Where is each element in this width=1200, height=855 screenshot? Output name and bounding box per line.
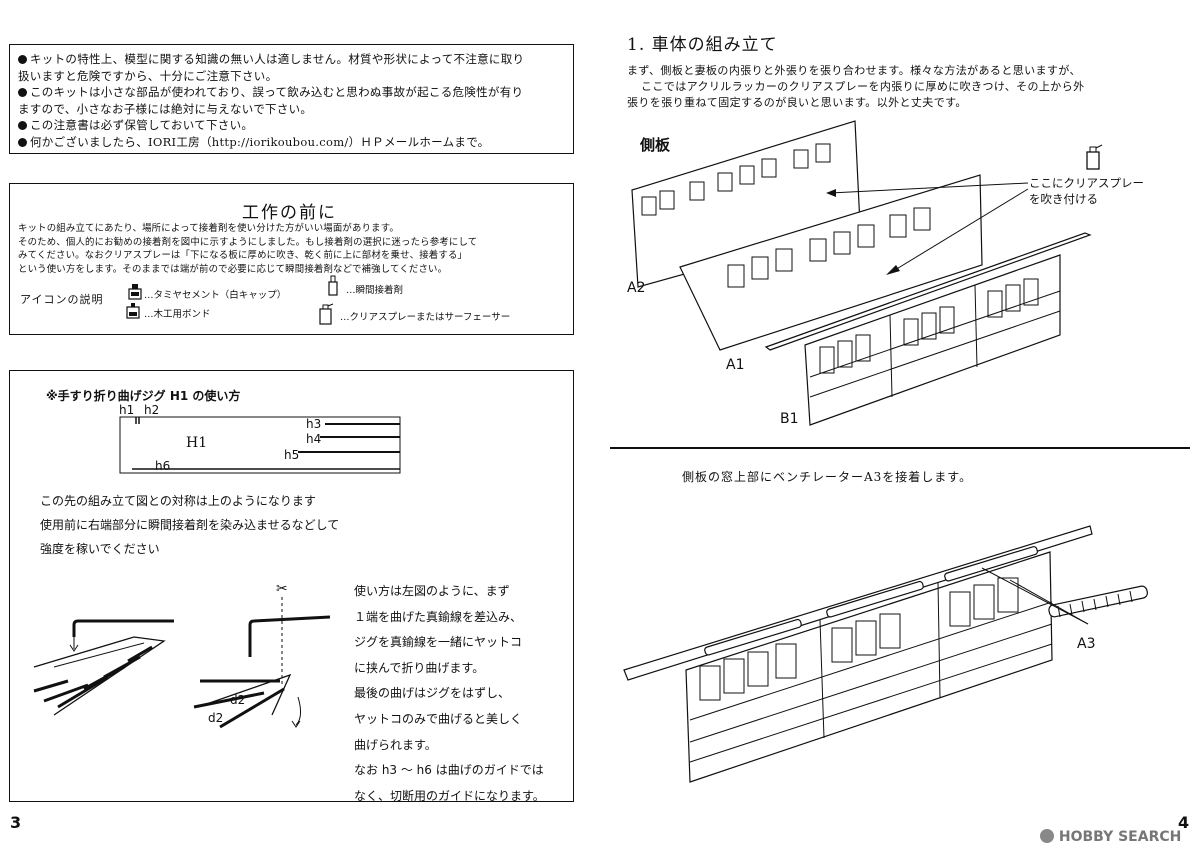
jig-label-H1: H1: [186, 435, 208, 451]
page-number-left: 3: [10, 813, 22, 832]
jig-label-h4: h4: [306, 432, 322, 446]
howto-line: 最後の曲げはジグをはずし、: [354, 686, 511, 701]
part-label-a2: A2: [627, 280, 646, 296]
warning-line: キットの特性上、模型に関する知識の無い人は適しません。材質や形状によって不注意に…: [18, 51, 565, 68]
diagram-title-side-panel: 側板: [640, 136, 671, 154]
bullet-icon: [18, 88, 27, 98]
howto-line: 曲げられます。: [354, 737, 437, 752]
howto-line: ジグを真鍮線を一緒にヤットコ: [354, 635, 523, 650]
d2-label: d2: [230, 693, 246, 707]
callout-line: ここにクリアスプレー: [1029, 176, 1144, 190]
section1-line: ここではアクリルラッカーのクリアスプレーを内張りに厚めに吹きつけ、その上から外: [641, 80, 1085, 93]
warning-line: 扱いますと危険ですから、十分にご注意下さい。: [18, 68, 278, 83]
section1-line: 張りを張り重ねて固定するのが良いと思います。以外と丈夫です。: [627, 96, 967, 109]
prep-line: キットの組み立てにあたり、場所によって接着剤を使い分けた方がいい場面があります。: [18, 223, 399, 234]
bending-illustration-left: [33, 619, 174, 716]
bullet-icon: [18, 55, 27, 64]
d2-label: d2: [208, 711, 224, 725]
instant-glue-icon: [328, 275, 338, 296]
spray-callout: ここにクリアスプレー を吹き付ける: [1029, 175, 1144, 207]
jig-body-line: 強度を稼いでください: [40, 542, 160, 556]
wood-glue-icon: [126, 303, 140, 319]
jig-label-h6: h6: [155, 459, 171, 473]
howto-text: 使い方は左図のように、まず １端を曲げた真鍮線を差込み、 ジグを真鍮線を一緒にヤ…: [354, 579, 545, 809]
icon-heading: アイコンの説明: [20, 293, 104, 306]
bullet-icon: [18, 121, 27, 131]
icon-desc-instant: …瞬間接着剤: [346, 285, 404, 296]
jig-box: ※手すり折り曲げジグ H1 の使い方 h1 h2 H1 h3 h4 h5 h6 …: [9, 370, 574, 803]
howto-line: なお h3 ～ h6 は曲げのガイドでは: [354, 763, 544, 778]
warning-line: ますので、小さなお子様には絶対に与えないで下さい。: [18, 101, 313, 116]
icon-desc-wood: …木工用ボンド: [144, 309, 211, 320]
jig-label-h1: h1: [119, 403, 135, 417]
watermark-logo: HOBBY SEARCH: [1040, 829, 1181, 845]
howto-line: に挟んで折り曲げます。: [354, 660, 485, 675]
jig-label-h5: h5: [284, 448, 300, 462]
section1-line: まず、側板と妻板の内張りと外張りを張り合わせます。様々な方法があると思いますが、: [627, 64, 1081, 77]
prep-text: キットの組み立てにあたり、場所によって接着剤を使い分けた方がいい場面があります。…: [18, 222, 477, 276]
bending-illustration-right: ✂: [193, 581, 331, 729]
jig-label-h3: h3: [306, 417, 322, 431]
icon-desc-tamiya: …タミヤセメント（白キャップ）: [144, 290, 287, 301]
side-panel-exploded-diagram: [631, 120, 1092, 426]
prep-title: 工作の前に: [242, 203, 337, 223]
jig-label-h2: h2: [144, 403, 160, 417]
section1-text: まず、側板と妻板の内張りと外張りを張り合わせます。様々な方法があると思いますが、…: [627, 63, 1085, 111]
warning-line: 何かございましたら、IORI工房（http://iorikoubou.com/）…: [18, 134, 565, 151]
section2-text: 側板の窓上部にベンチレーターA3を接着します。: [682, 470, 973, 484]
part-label-a3: A3: [1077, 636, 1096, 652]
jig-body-line: 使用前に右端部分に瞬間接着剤を染み込ませるなどして: [40, 518, 340, 532]
warning-box: キットの特性上、模型に関する知識の無い人は適しません。材質や形状によって不注意に…: [9, 44, 574, 154]
jig-diagram: [119, 416, 401, 474]
prep-line: みてください。なおクリアスプレーは「下になる板に厚めに吹き、乾く前に上に部材を乗…: [18, 250, 468, 262]
page-number-right: 4: [1178, 813, 1190, 832]
prep-line: という使い方をします。そのままでは端が前ので必要に応じて瞬間接着剤などで補強して…: [18, 263, 448, 275]
part-label-a1: A1: [726, 357, 745, 373]
bullet-icon: [18, 137, 27, 147]
prep-line: そのため、個人的にお勧めの接着剤を図中に示すようにしました。もし接着剤の選択に迷…: [18, 236, 478, 248]
tamiya-cement-icon: [128, 284, 142, 300]
callout-line: を吹き付ける: [1029, 192, 1098, 206]
spray-can-icon: [319, 303, 334, 325]
logo-icon: [1040, 829, 1054, 843]
spray-can-icon: [1086, 144, 1103, 170]
warning-line: この注意書は必ず保管しておいて下さい。: [18, 117, 565, 134]
icon-desc-spray: …クリアスプレーまたはサーフェーサー: [340, 312, 511, 323]
svg-text:✂: ✂: [276, 581, 288, 597]
ventilator-diagram: [623, 525, 1148, 783]
section-divider: [610, 447, 1190, 449]
howto-line: ヤットコのみで曲げると美しく: [354, 711, 523, 726]
howto-line: １端を曲げた真鍮線を差込み、: [354, 609, 523, 624]
warning-line: このキットは小さな部品が使われており、誤って飲み込むと思わぬ事故が起こる危険性が…: [18, 84, 565, 101]
jig-title: ※手すり折り曲げジグ H1 の使い方: [46, 389, 241, 403]
part-label-b1: B1: [780, 411, 799, 427]
section1-title: 1. 車体の組み立て: [627, 35, 778, 55]
howto-line: 使い方は左図のように、まず: [354, 584, 510, 598]
prep-box: 工作の前に キットの組み立てにあたり、場所によって接着剤を使い分けた方がいい場面…: [9, 183, 574, 335]
jig-body: この先の組み立て図との対称は上のようになります 使用前に右端部分に瞬間接着剤を染…: [40, 489, 339, 561]
jig-body-line: この先の組み立て図との対称は上のようになります: [40, 494, 316, 508]
howto-line: なく、切断用のガイドになります。: [354, 788, 545, 803]
